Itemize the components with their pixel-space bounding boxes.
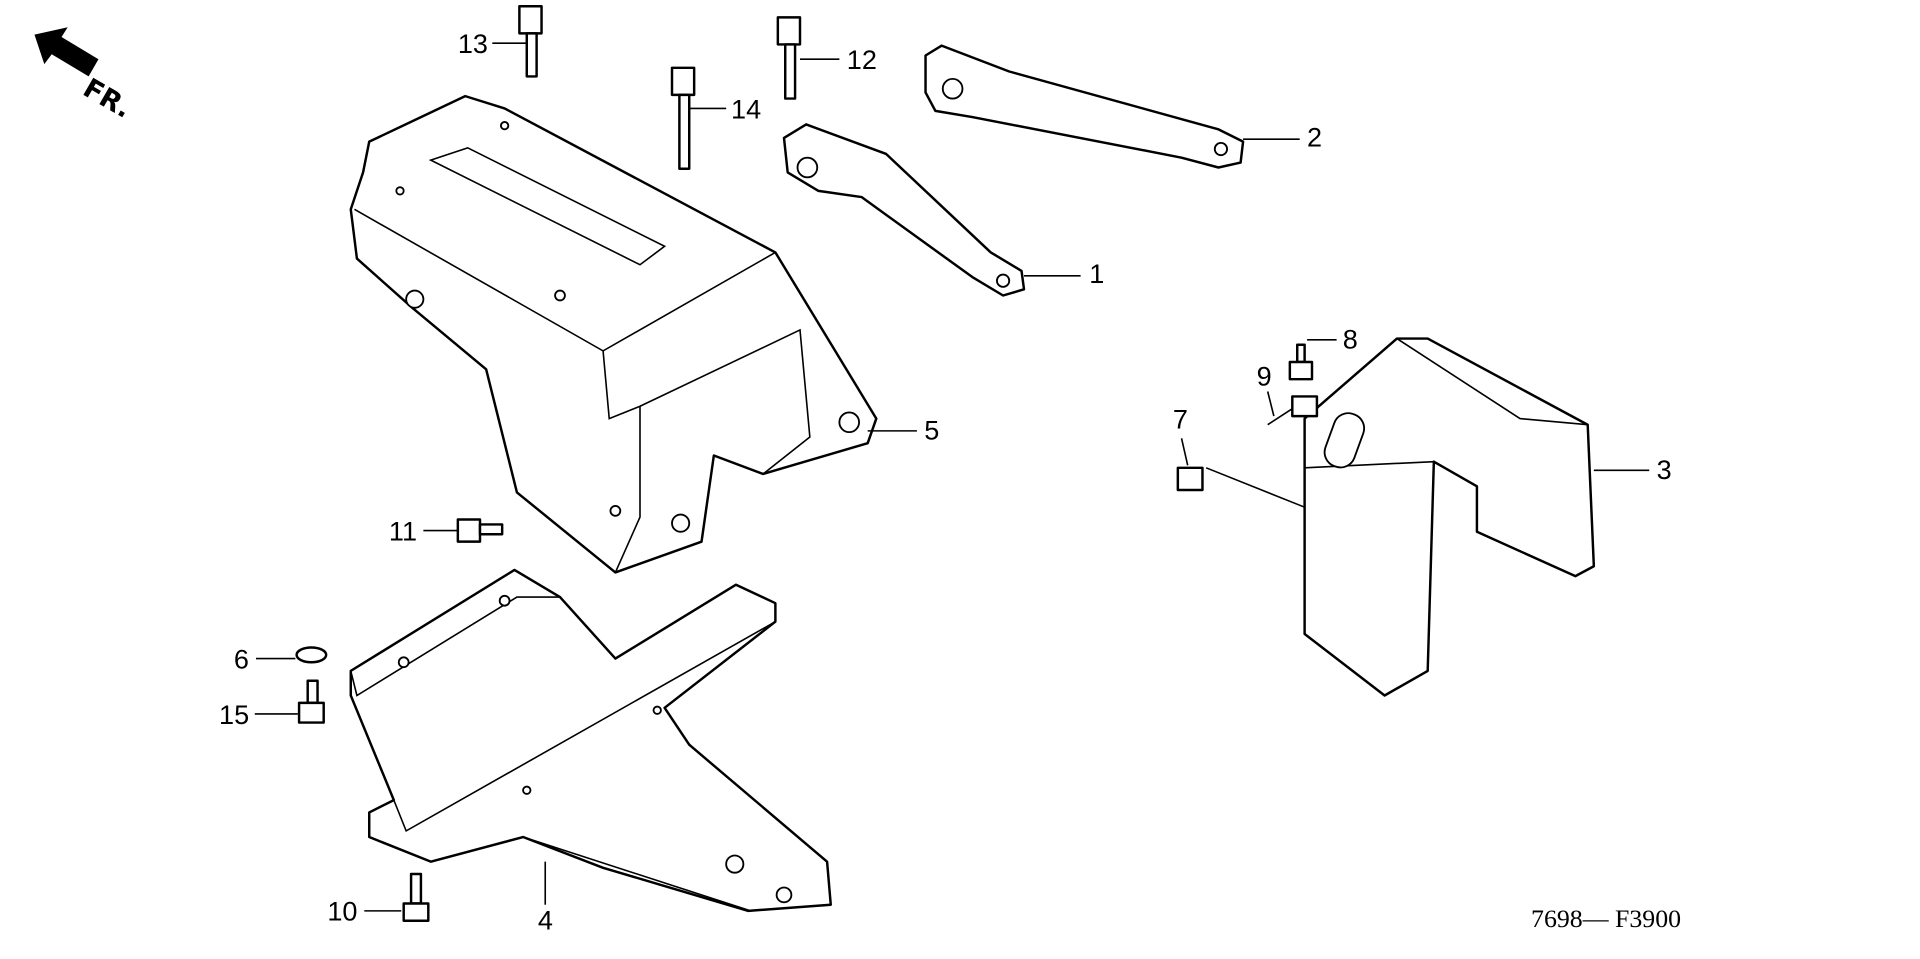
callout-6: 6	[234, 643, 249, 674]
bolt-12	[776, 16, 802, 100]
callout-12: 12	[847, 44, 877, 75]
callout-13: 13	[458, 28, 488, 59]
callout-4: 4	[538, 904, 553, 935]
part-5-main-bracket	[349, 94, 878, 574]
part-3-cover	[1303, 337, 1596, 697]
washer-6	[295, 646, 328, 664]
callout-5: 5	[924, 415, 939, 446]
nut-7	[1176, 466, 1204, 492]
bolt-9	[1267, 395, 1319, 426]
bolt-10	[402, 872, 430, 922]
bolt-8	[1288, 343, 1314, 381]
callout-7: 7	[1173, 403, 1188, 434]
callout-3: 3	[1657, 454, 1672, 485]
part-1-arm	[782, 123, 1026, 297]
callouts: 1 2 3 4 5 6 7 8 9 10 11 12 13 14 15	[219, 28, 1672, 935]
callout-1: 1	[1089, 258, 1104, 289]
callout-8: 8	[1343, 323, 1358, 354]
callout-9: 9	[1257, 360, 1272, 391]
callout-2: 2	[1307, 122, 1322, 153]
figure-code: 7698— F3900	[1531, 904, 1681, 933]
callout-14: 14	[731, 93, 761, 124]
front-direction-arrow-icon: FR.	[34, 27, 137, 125]
direction-label: FR.	[78, 73, 137, 125]
bolt-13	[518, 5, 543, 78]
bolt-11	[456, 518, 504, 543]
bolt-15	[297, 679, 325, 724]
callout-11: 11	[389, 515, 417, 546]
callout-10: 10	[327, 896, 357, 927]
callout-15: 15	[219, 699, 249, 730]
part-4-lower-bracket	[349, 568, 833, 913]
bolt-14	[670, 66, 696, 170]
part-2-arm	[924, 44, 1245, 169]
